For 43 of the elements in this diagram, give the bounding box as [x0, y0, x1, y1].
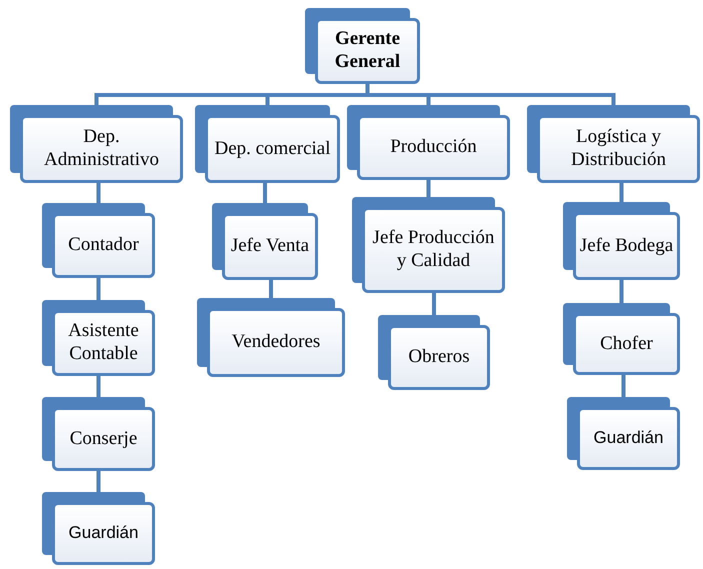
- connector-line: [96, 471, 100, 492]
- box-label: Jefe Bodega: [578, 234, 674, 258]
- org-chart-box: [563, 202, 680, 280]
- box-label: Guardián: [68, 522, 140, 544]
- org-chart-box: [567, 397, 680, 470]
- connector-line: [263, 183, 267, 203]
- box-label: Obreros: [407, 345, 471, 370]
- box-label: Guardián: [592, 427, 664, 450]
- box-label: Producción: [389, 135, 478, 160]
- box-label: Asistente Contable: [67, 319, 140, 366]
- org-chart-box: [42, 397, 155, 471]
- connector-line: [620, 280, 624, 303]
- box-label: Contador: [67, 233, 140, 258]
- box-label: Jefe Producción y Calidad: [372, 226, 496, 273]
- org-chart-box: [378, 315, 490, 390]
- org-chart-box: [527, 105, 700, 183]
- connector-line: [269, 280, 273, 298]
- org-chart-box: [10, 105, 183, 183]
- org-chart-box: [305, 8, 420, 84]
- org-chart-box: [195, 105, 340, 183]
- box-label: Logística y Distribución: [570, 125, 667, 172]
- org-chart-box: [42, 203, 155, 278]
- connector-line: [622, 375, 626, 397]
- box-label: Chofer: [599, 332, 654, 356]
- org-chart-box: [347, 105, 510, 180]
- box-label: Jefe Venta: [230, 234, 310, 258]
- connector-line: [96, 376, 100, 397]
- connector-line: [96, 183, 100, 203]
- connector-line: [96, 278, 100, 300]
- org-chart-box: [212, 203, 318, 280]
- box-label: Conserje: [68, 426, 138, 451]
- box-label: Dep. Administrativo: [42, 125, 160, 172]
- connector-line: [620, 183, 624, 202]
- connector-line: [432, 293, 436, 315]
- connector-line: [426, 180, 430, 197]
- org-chart-box: [352, 197, 505, 293]
- org-chart-box: [197, 298, 345, 377]
- org-chart-box: [42, 300, 155, 376]
- org-chart-box: [563, 303, 680, 375]
- box-label: Dep. comercial: [213, 136, 332, 161]
- box-label: Gerente General: [334, 27, 402, 74]
- box-label: Vendedores: [230, 330, 322, 354]
- org-chart-box: [42, 492, 155, 565]
